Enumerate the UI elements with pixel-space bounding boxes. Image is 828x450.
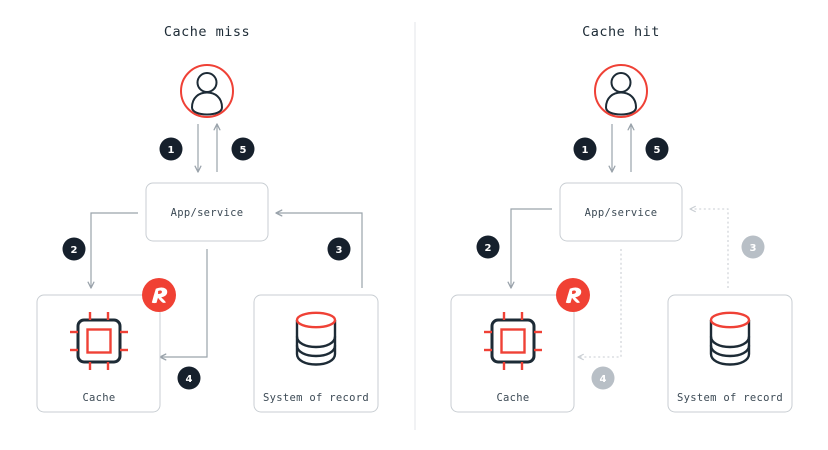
node-cache-label: Cache bbox=[496, 392, 529, 404]
badge-step-2 bbox=[62, 237, 86, 261]
node-app-service[interactable]: App/service bbox=[559, 182, 683, 242]
badge-step-3-label: 3 bbox=[336, 245, 343, 256]
node-cache[interactable]: Cache bbox=[450, 278, 590, 413]
arrow-step-4 bbox=[159, 249, 208, 361]
badge-step-1 bbox=[159, 137, 183, 161]
node-app-service[interactable]: App/service bbox=[145, 182, 269, 242]
user-avatar bbox=[180, 64, 234, 118]
arrow-step-3-dimmed bbox=[689, 205, 729, 288]
badge-step-5-label: 5 bbox=[240, 145, 247, 156]
node-system-of-record-label: System of record bbox=[263, 392, 369, 404]
arrow-step-3 bbox=[275, 209, 363, 288]
badge-step-2-label: 2 bbox=[485, 243, 492, 254]
user-avatar bbox=[594, 64, 648, 118]
badge-step-3 bbox=[741, 235, 765, 259]
badge-step-4 bbox=[591, 366, 615, 390]
node-system-of-record-label: System of record bbox=[677, 392, 783, 404]
badge-step-1-label: 1 bbox=[582, 145, 589, 156]
redis-logo bbox=[556, 278, 590, 312]
node-app-service-label: App/service bbox=[585, 207, 658, 219]
badge-step-1-label: 1 bbox=[168, 145, 175, 156]
redis-logo bbox=[142, 278, 176, 312]
node-system-of-record[interactable]: System of record bbox=[667, 294, 793, 413]
badge-step-3 bbox=[327, 237, 351, 261]
panel-cache-miss: Cache miss 1 5 App/service 2 3 4 bbox=[36, 24, 379, 413]
node-system-of-record[interactable]: System of record bbox=[253, 294, 379, 413]
badge-step-3-label: 3 bbox=[750, 243, 757, 254]
badge-step-5-label: 5 bbox=[654, 145, 661, 156]
panel-cache-hit: Cache hit 1 5 App/service 2 3 4 bbox=[450, 24, 793, 413]
badge-step-1 bbox=[573, 137, 597, 161]
badge-step-4-label: 4 bbox=[186, 374, 193, 385]
badge-step-5 bbox=[231, 137, 255, 161]
node-cache[interactable]: Cache bbox=[36, 278, 176, 413]
badge-step-2 bbox=[476, 235, 500, 259]
arrow-step-2 bbox=[507, 208, 552, 289]
arrow-step-2 bbox=[87, 212, 138, 289]
panel-title-cache-miss: Cache miss bbox=[164, 24, 250, 40]
node-app-service-label: App/service bbox=[171, 207, 244, 219]
badge-step-4 bbox=[177, 366, 201, 390]
badge-step-2-label: 2 bbox=[71, 245, 78, 256]
badge-step-5 bbox=[645, 137, 669, 161]
node-cache-label: Cache bbox=[82, 392, 115, 404]
badge-step-4-label: 4 bbox=[600, 374, 607, 385]
panel-title-cache-hit: Cache hit bbox=[582, 24, 660, 40]
